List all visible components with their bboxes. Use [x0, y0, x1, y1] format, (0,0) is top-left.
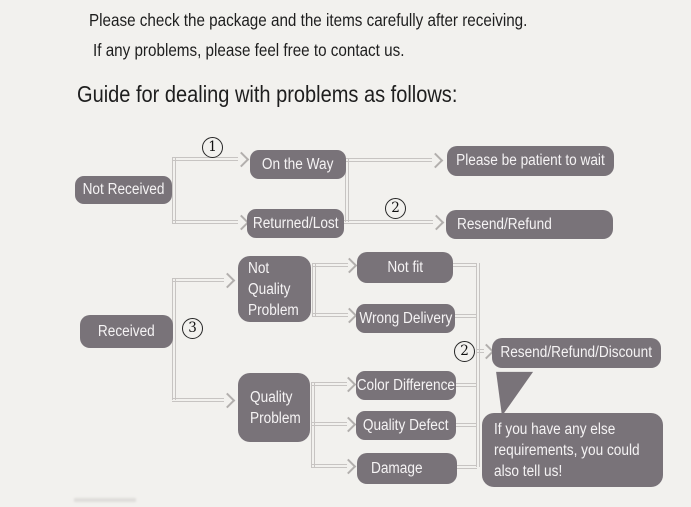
- arrow-right-icon: [219, 392, 236, 409]
- node-returned-lost: Returned/Lost: [247, 209, 344, 238]
- connector-line: [312, 263, 348, 267]
- intro-line-2-text: If any problems, please feel free to con…: [93, 40, 405, 60]
- arrow-right-icon: [219, 272, 236, 289]
- connector-line: [311, 422, 347, 426]
- speech-bubble: If you have any else requirements, you c…: [482, 413, 663, 487]
- arrow-right-icon: [233, 151, 250, 168]
- step-1-badge: 1: [202, 137, 223, 158]
- step-3-number: 3: [188, 319, 197, 336]
- step-2-badge: 2: [385, 198, 406, 219]
- step-1-number: 1: [208, 138, 217, 155]
- connector-line: [311, 382, 315, 467]
- node-not-quality-problem: Not Quality Problem: [238, 256, 311, 322]
- connector-line: [172, 398, 224, 402]
- guide-heading: Guide for dealing with problems as follo…: [77, 81, 514, 108]
- connector-line: [476, 349, 484, 353]
- connector-line: [312, 313, 348, 317]
- step-2-number: 2: [391, 199, 400, 216]
- node-label: Quality Problem: [250, 388, 301, 427]
- node-label: Received: [98, 322, 155, 340]
- node-label: Color Difference: [356, 376, 456, 394]
- node-resend-refund: Resend/Refund: [446, 210, 613, 239]
- node-wrong-delivery: Wrong Delivery: [356, 304, 455, 333]
- intro-line-1-text: Please check the package and the items c…: [89, 10, 528, 30]
- node-resend-refund-discount: Resend/Refund/Discount: [492, 338, 661, 368]
- node-quality-defect: Quality Defect: [356, 411, 456, 440]
- node-label: Not Quality Problem: [248, 259, 299, 319]
- connector-line: [311, 464, 347, 468]
- step-3-badge: 3: [182, 318, 203, 339]
- arrow-right-icon: [340, 376, 357, 393]
- connector-line: [456, 423, 477, 427]
- node-label: Wrong Delivery: [359, 309, 453, 327]
- node-label: Please be patient to wait: [456, 152, 605, 169]
- speech-bubble-text: If you have any else requirements, you c…: [494, 420, 640, 480]
- node-label: Returned/Lost: [252, 214, 339, 232]
- node-label: On the Way: [262, 155, 334, 173]
- step-2-number: 2: [460, 342, 469, 359]
- node-label: Not fit: [387, 258, 423, 276]
- arrow-right-icon: [427, 152, 444, 169]
- node-received: Received: [80, 315, 173, 348]
- node-not-received: Not Received: [75, 176, 172, 204]
- arrow-right-icon: [340, 458, 357, 475]
- node-label: Damage: [371, 459, 423, 477]
- guide-heading-text: Guide for dealing with problems as follo…: [77, 81, 458, 107]
- connector-line: [172, 157, 176, 223]
- connector-line: [346, 158, 432, 162]
- speech-bubble-tail: [496, 371, 534, 416]
- connector-line: [453, 263, 477, 267]
- arrow-right-icon: [341, 257, 358, 274]
- connector-line: [345, 158, 349, 222]
- connector-line: [455, 314, 477, 318]
- node-not-fit: Not fit: [357, 252, 453, 283]
- node-damage: Damage: [357, 453, 457, 484]
- arrow-right-icon: [340, 416, 357, 433]
- node-please-be-patient: Please be patient to wait: [447, 146, 614, 176]
- node-label: Resend/Refund: [457, 215, 552, 233]
- connector-line: [456, 383, 477, 387]
- node-label: Resend/Refund/Discount: [500, 344, 653, 361]
- arrow-right-icon: [428, 214, 445, 231]
- connector-line: [344, 220, 433, 224]
- node-label: Quality Defect: [363, 416, 449, 434]
- connector-line: [457, 465, 477, 469]
- arrow-right-icon: [341, 307, 358, 324]
- intro-line-2: If any problems, please feel free to con…: [93, 40, 451, 61]
- crop-artifact: [74, 498, 136, 502]
- step-2-badge-lower: 2: [454, 341, 475, 362]
- node-on-the-way: On the Way: [250, 150, 346, 179]
- connector-line: [172, 278, 224, 282]
- connector-line: [312, 263, 316, 316]
- connector-line: [172, 157, 238, 161]
- connector-line: [311, 382, 347, 386]
- intro-line-1: Please check the package and the items c…: [89, 10, 593, 31]
- node-label: Not Received: [82, 181, 165, 198]
- node-quality-problem: Quality Problem: [238, 373, 310, 442]
- node-color-difference: Color Difference: [356, 371, 456, 400]
- connector-line: [476, 263, 480, 467]
- connector-line: [172, 220, 238, 224]
